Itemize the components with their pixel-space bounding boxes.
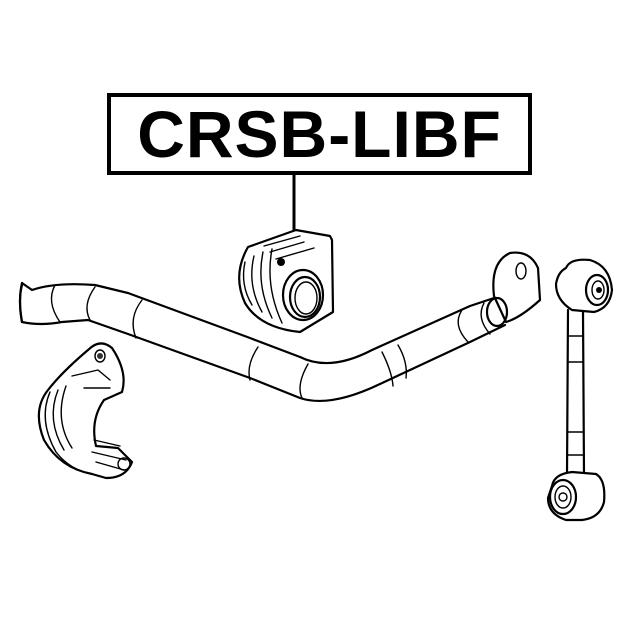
stabilizer-bar-icon xyxy=(18,251,542,403)
part-number-label: CRSB-LIBF xyxy=(107,93,532,175)
part-number-text: CRSB-LIBF xyxy=(137,97,502,171)
bushing-bracket-icon xyxy=(37,342,134,480)
stabilizer-bushing-icon xyxy=(238,228,335,334)
stabilizer-link-icon xyxy=(546,258,614,522)
